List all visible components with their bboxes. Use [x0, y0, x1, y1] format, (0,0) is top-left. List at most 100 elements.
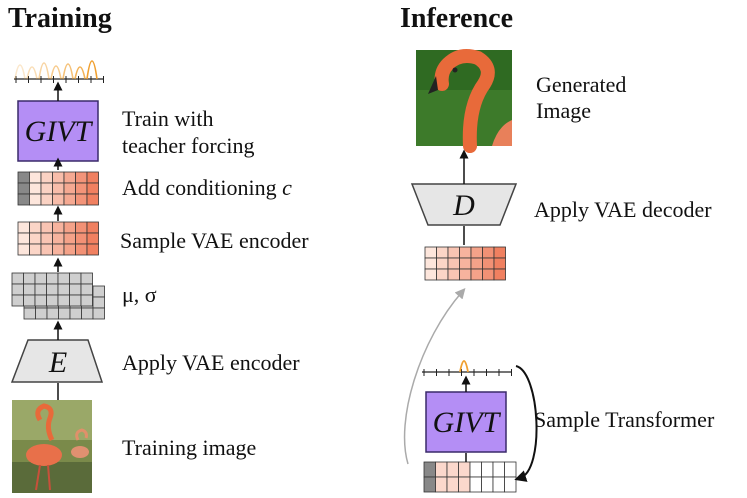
grid-cell	[492, 476, 505, 493]
grid-cell	[52, 243, 65, 256]
grid-cell	[86, 232, 99, 245]
grid-cell	[423, 461, 436, 478]
grid-cell	[46, 272, 59, 285]
grid-cell	[493, 268, 506, 281]
grid-cell	[69, 294, 82, 307]
inference-givt-block: GIVT	[425, 391, 507, 453]
grid-cell	[424, 257, 437, 270]
grid-cell	[482, 246, 495, 259]
grid-cell	[481, 461, 494, 478]
grid-cell	[75, 232, 88, 245]
encoder-label: E	[48, 346, 67, 379]
generated-image	[416, 49, 512, 153]
inference-heading: Inference	[400, 3, 513, 34]
generated-token-grid	[423, 461, 517, 493]
grid-cell	[458, 476, 471, 493]
grid-cell	[92, 285, 105, 298]
grid-cell	[29, 221, 42, 234]
train-label-line2: teacher forcing	[122, 133, 255, 158]
inference-latent-grid	[424, 246, 506, 281]
conditioning-label: Add conditioning c	[122, 175, 292, 200]
grid-cell	[92, 296, 105, 309]
inference-arrows	[403, 149, 538, 482]
grid-cell	[57, 272, 70, 285]
grid-cell	[29, 182, 42, 195]
grid-cell	[29, 243, 42, 256]
grid-cell	[482, 268, 495, 281]
curved-return-arrow-icon	[514, 365, 538, 482]
grid-cell	[63, 193, 76, 206]
mu-sigma-grids	[11, 272, 105, 320]
grid-cell	[92, 307, 105, 320]
grid-cell	[86, 171, 99, 184]
grid-cell	[459, 257, 472, 270]
training-image	[12, 400, 92, 493]
grid-cell	[436, 257, 449, 270]
grid-cell	[52, 182, 65, 195]
grid-cell	[17, 221, 30, 234]
grid-cell	[436, 246, 449, 259]
grid-cell	[11, 294, 24, 307]
grid-cell	[492, 461, 505, 478]
grid-cell	[52, 232, 65, 245]
sample-encoder-label: Sample VAE encoder	[120, 228, 309, 253]
grid-cell	[436, 268, 449, 281]
grid-cell	[52, 221, 65, 234]
grid-cell	[40, 221, 53, 234]
grid-cell	[46, 307, 59, 320]
inference-distribution	[422, 360, 512, 376]
grid-cell	[447, 257, 460, 270]
grid-cell	[470, 268, 483, 281]
grid-cell	[17, 232, 30, 245]
grid-cell	[46, 294, 59, 307]
grid-cell	[469, 476, 482, 493]
grid-cell	[17, 193, 30, 206]
grid-cell	[34, 294, 47, 307]
grid-cell	[80, 272, 93, 285]
sample-transformer-label: Sample Transformer	[534, 407, 715, 432]
training-givt-block: GIVT	[17, 100, 99, 162]
grid-cell	[69, 307, 82, 320]
grid-cell	[63, 243, 76, 256]
grid-cell	[29, 171, 42, 184]
sampled-latent-grid	[17, 221, 99, 256]
grid-cell	[29, 193, 42, 206]
grid-cell	[459, 246, 472, 259]
grid-cell	[52, 193, 65, 206]
training-givt-label: GIVT	[25, 115, 94, 148]
grid-cell	[86, 193, 99, 206]
grid-cell	[34, 272, 47, 285]
gray-feed-arrow	[403, 288, 466, 465]
grid-cell	[40, 193, 53, 206]
grid-cell	[81, 307, 94, 320]
grid-cell	[75, 243, 88, 256]
grid-cell	[504, 461, 517, 478]
grid-cell	[481, 476, 494, 493]
generated-label-line2: Image	[536, 98, 591, 123]
grid-cell	[23, 294, 36, 307]
grid-cell	[504, 476, 517, 493]
grid-cell	[23, 283, 36, 296]
grid-cell	[46, 283, 59, 296]
decoder-label: D	[452, 189, 475, 222]
grid-cell	[57, 283, 70, 296]
training-heading: Training	[8, 3, 112, 34]
grid-cell	[40, 171, 53, 184]
apply-decoder-label: Apply VAE decoder	[534, 197, 712, 222]
generated-label-line1: Generated	[536, 72, 626, 97]
grid-cell	[57, 294, 70, 307]
conditioning-grid	[17, 171, 99, 206]
grid-cell	[458, 461, 471, 478]
grid-cell	[86, 221, 99, 234]
grid-cell	[23, 272, 36, 285]
vae-decoder-block: D	[410, 183, 518, 226]
grid-cell	[493, 257, 506, 270]
grid-cell	[35, 307, 48, 320]
grid-cell	[80, 294, 93, 307]
grid-cell	[80, 283, 93, 296]
grid-cell	[435, 476, 448, 493]
grid-cell	[75, 193, 88, 206]
apply-encoder-label: Apply VAE encoder	[122, 350, 300, 375]
grid-cell	[17, 182, 30, 195]
